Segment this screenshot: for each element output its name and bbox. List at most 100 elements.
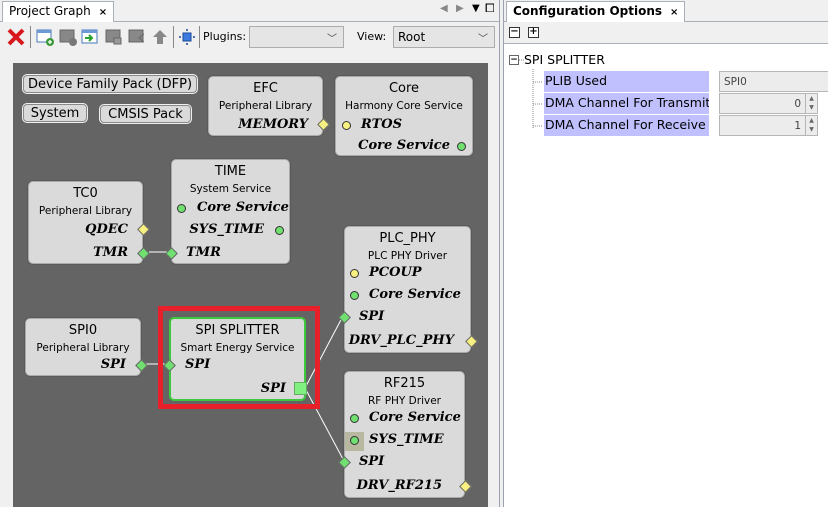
- tree-collapse-icon[interactable]: −: [509, 55, 519, 65]
- node-rf215[interactable]: RF215 RF PHY Driver Core Service SYS_TIM…: [338, 371, 472, 498]
- port-label: PCOUP: [369, 265, 422, 280]
- delete-icon[interactable]: [6, 27, 26, 47]
- port-dot-icon[interactable]: [350, 436, 359, 445]
- export-icon[interactable]: [104, 27, 124, 47]
- config-tree: − SPI SPLITTER PLIB Used SPI0 DMA Channe…: [504, 45, 828, 507]
- port-label: Core Service: [369, 410, 461, 425]
- tab-bar: Project Graph× ◀ ▶ ▼ ⧠: [0, 0, 499, 22]
- port-label: QDEC: [85, 222, 128, 237]
- move-icon[interactable]: [127, 27, 147, 47]
- graph-canvas[interactable]: Device Family Pack (DFP) System CMSIS Pa…: [13, 63, 488, 507]
- selection-highlight: [158, 306, 320, 409]
- group-cmsis-pack[interactable]: CMSIS Pack: [100, 105, 191, 123]
- connection-splitter-rf215: [304, 387, 345, 462]
- toolbar-separator: [199, 26, 200, 48]
- connection-splitter-plc: [304, 315, 344, 389]
- group-label: System: [30, 106, 80, 121]
- node-subtitle: Smart Energy Service: [180, 342, 295, 354]
- tab-bar: Configuration Options ×: [504, 0, 828, 22]
- panel-menu-icon[interactable]: ▼: [472, 3, 480, 14]
- port-dot-icon[interactable]: [350, 269, 359, 278]
- port-square-icon[interactable]: [294, 382, 307, 395]
- toolbar-separator: [30, 26, 31, 48]
- prop-label: DMA Channel For Receive: [545, 117, 706, 132]
- group-system[interactable]: System: [23, 104, 87, 122]
- tree-root-spi-splitter[interactable]: SPI SPLITTER: [524, 52, 605, 67]
- node-title: Core: [388, 81, 420, 96]
- port-label: SPI: [359, 309, 385, 324]
- node-efc[interactable]: EFC Peripheral Library MEMORY: [208, 76, 330, 136]
- node-subtitle: PLC PHY Driver: [367, 250, 448, 262]
- port-label: Core Service: [369, 287, 461, 302]
- plugins-select[interactable]: ﹀: [249, 26, 344, 48]
- close-tab-icon[interactable]: ×: [670, 7, 679, 18]
- up-icon[interactable]: [150, 27, 170, 47]
- view-select[interactable]: Root ﹀: [393, 26, 495, 48]
- node-title: EFC: [253, 81, 278, 96]
- configuration-options-panel: Configuration Options × − + − SPI SPLITTE…: [503, 0, 828, 507]
- config-toolbar: − +: [504, 22, 828, 44]
- tab-label: Configuration Options: [513, 4, 663, 18]
- chevron-down-icon: ﹀: [478, 34, 488, 45]
- node-title: TIME: [214, 164, 247, 179]
- prop-dma-transmit[interactable]: DMA Channel For Transmit: [544, 93, 709, 114]
- expand-all-button[interactable]: +: [528, 26, 539, 38]
- view-value: Root: [398, 30, 426, 44]
- close-tab-icon[interactable]: ×: [98, 7, 108, 18]
- dma-receive-spinner[interactable]: 1 ▲▼: [719, 115, 818, 136]
- view-label: View:: [357, 30, 387, 43]
- toolbar-separator: [173, 26, 174, 48]
- tree-lines: [519, 59, 543, 129]
- port-label: SPI: [185, 357, 211, 372]
- dma-transmit-spinner[interactable]: 0▲▼: [719, 93, 818, 114]
- node-subtitle: Peripheral Library: [218, 100, 313, 112]
- plib-used-field[interactable]: SPI0: [719, 71, 828, 92]
- group-dfp[interactable]: Device Family Pack (DFP): [23, 75, 197, 93]
- tab-project-graph[interactable]: Project Graph×: [2, 1, 115, 22]
- port-label: SPI: [359, 454, 385, 469]
- spinner-arrows-icon[interactable]: ▲▼: [805, 116, 817, 135]
- node-spi0[interactable]: SPI0 Peripheral Library SPI: [25, 318, 148, 376]
- port-dot-icon[interactable]: [350, 291, 359, 300]
- prop-label: PLIB Used: [545, 73, 608, 88]
- prop-value: 1: [794, 120, 801, 132]
- node-spi-splitter[interactable]: SPI SPLITTER Smart Energy Service SPI SP…: [163, 317, 307, 401]
- node-time[interactable]: TIME System Service Core Service SYS_TIM…: [165, 159, 290, 264]
- group-label: CMSIS Pack: [108, 107, 183, 122]
- port-dot-icon[interactable]: [177, 204, 186, 213]
- port-dot-icon[interactable]: [275, 226, 284, 235]
- port-label: SYS_TIME: [189, 222, 264, 237]
- port-label: DRV_PLC_PHY: [348, 333, 454, 348]
- node-subtitle: Peripheral Library: [36, 342, 130, 354]
- port-label: SPI: [100, 357, 126, 372]
- prop-plib-used[interactable]: PLIB Used: [544, 71, 709, 92]
- port-dot-icon[interactable]: [457, 142, 466, 151]
- prop-value: SPI0: [724, 76, 747, 88]
- node-tc0[interactable]: TC0 Peripheral Library QDEC TMR: [28, 181, 150, 264]
- scroll-left-icon[interactable]: ◀: [440, 3, 448, 14]
- import-icon[interactable]: [80, 27, 100, 47]
- graph-toolbar: Plugins: ﹀ View: Root ﹀: [0, 23, 500, 51]
- spinner-arrows-icon[interactable]: ▲▼: [805, 94, 817, 113]
- port-dot-icon[interactable]: [342, 121, 351, 130]
- node-plc-phy[interactable]: PLC_PHY PLC PHY Driver PCOUP Core Servic…: [338, 226, 478, 353]
- node-title: PLC_PHY: [379, 231, 436, 246]
- maximize-icon[interactable]: ⧠: [485, 1, 495, 15]
- new-container-icon[interactable]: [35, 27, 55, 47]
- node-subtitle: RF PHY Driver: [368, 395, 441, 407]
- port-dot-icon[interactable]: [350, 414, 359, 423]
- chevron-down-icon: ﹀: [327, 34, 337, 45]
- scroll-right-icon[interactable]: ▶: [456, 3, 464, 14]
- fit-view-icon[interactable]: [177, 27, 197, 47]
- node-core[interactable]: Core Harmony Core Service RTOS Core Serv…: [335, 76, 473, 156]
- remove-container-icon[interactable]: [58, 27, 78, 47]
- node-title: TC0: [73, 186, 98, 201]
- port-label: SPI: [260, 381, 286, 396]
- tab-configuration-options[interactable]: Configuration Options ×: [506, 1, 686, 22]
- port-label: TMR: [93, 245, 128, 260]
- collapse-all-button[interactable]: −: [509, 26, 520, 38]
- group-label: Device Family Pack (DFP): [27, 77, 193, 92]
- prop-dma-receive[interactable]: DMA Channel For Receive: [544, 115, 709, 136]
- node-title: RF215: [383, 376, 426, 391]
- port-label: Core Service: [358, 138, 450, 153]
